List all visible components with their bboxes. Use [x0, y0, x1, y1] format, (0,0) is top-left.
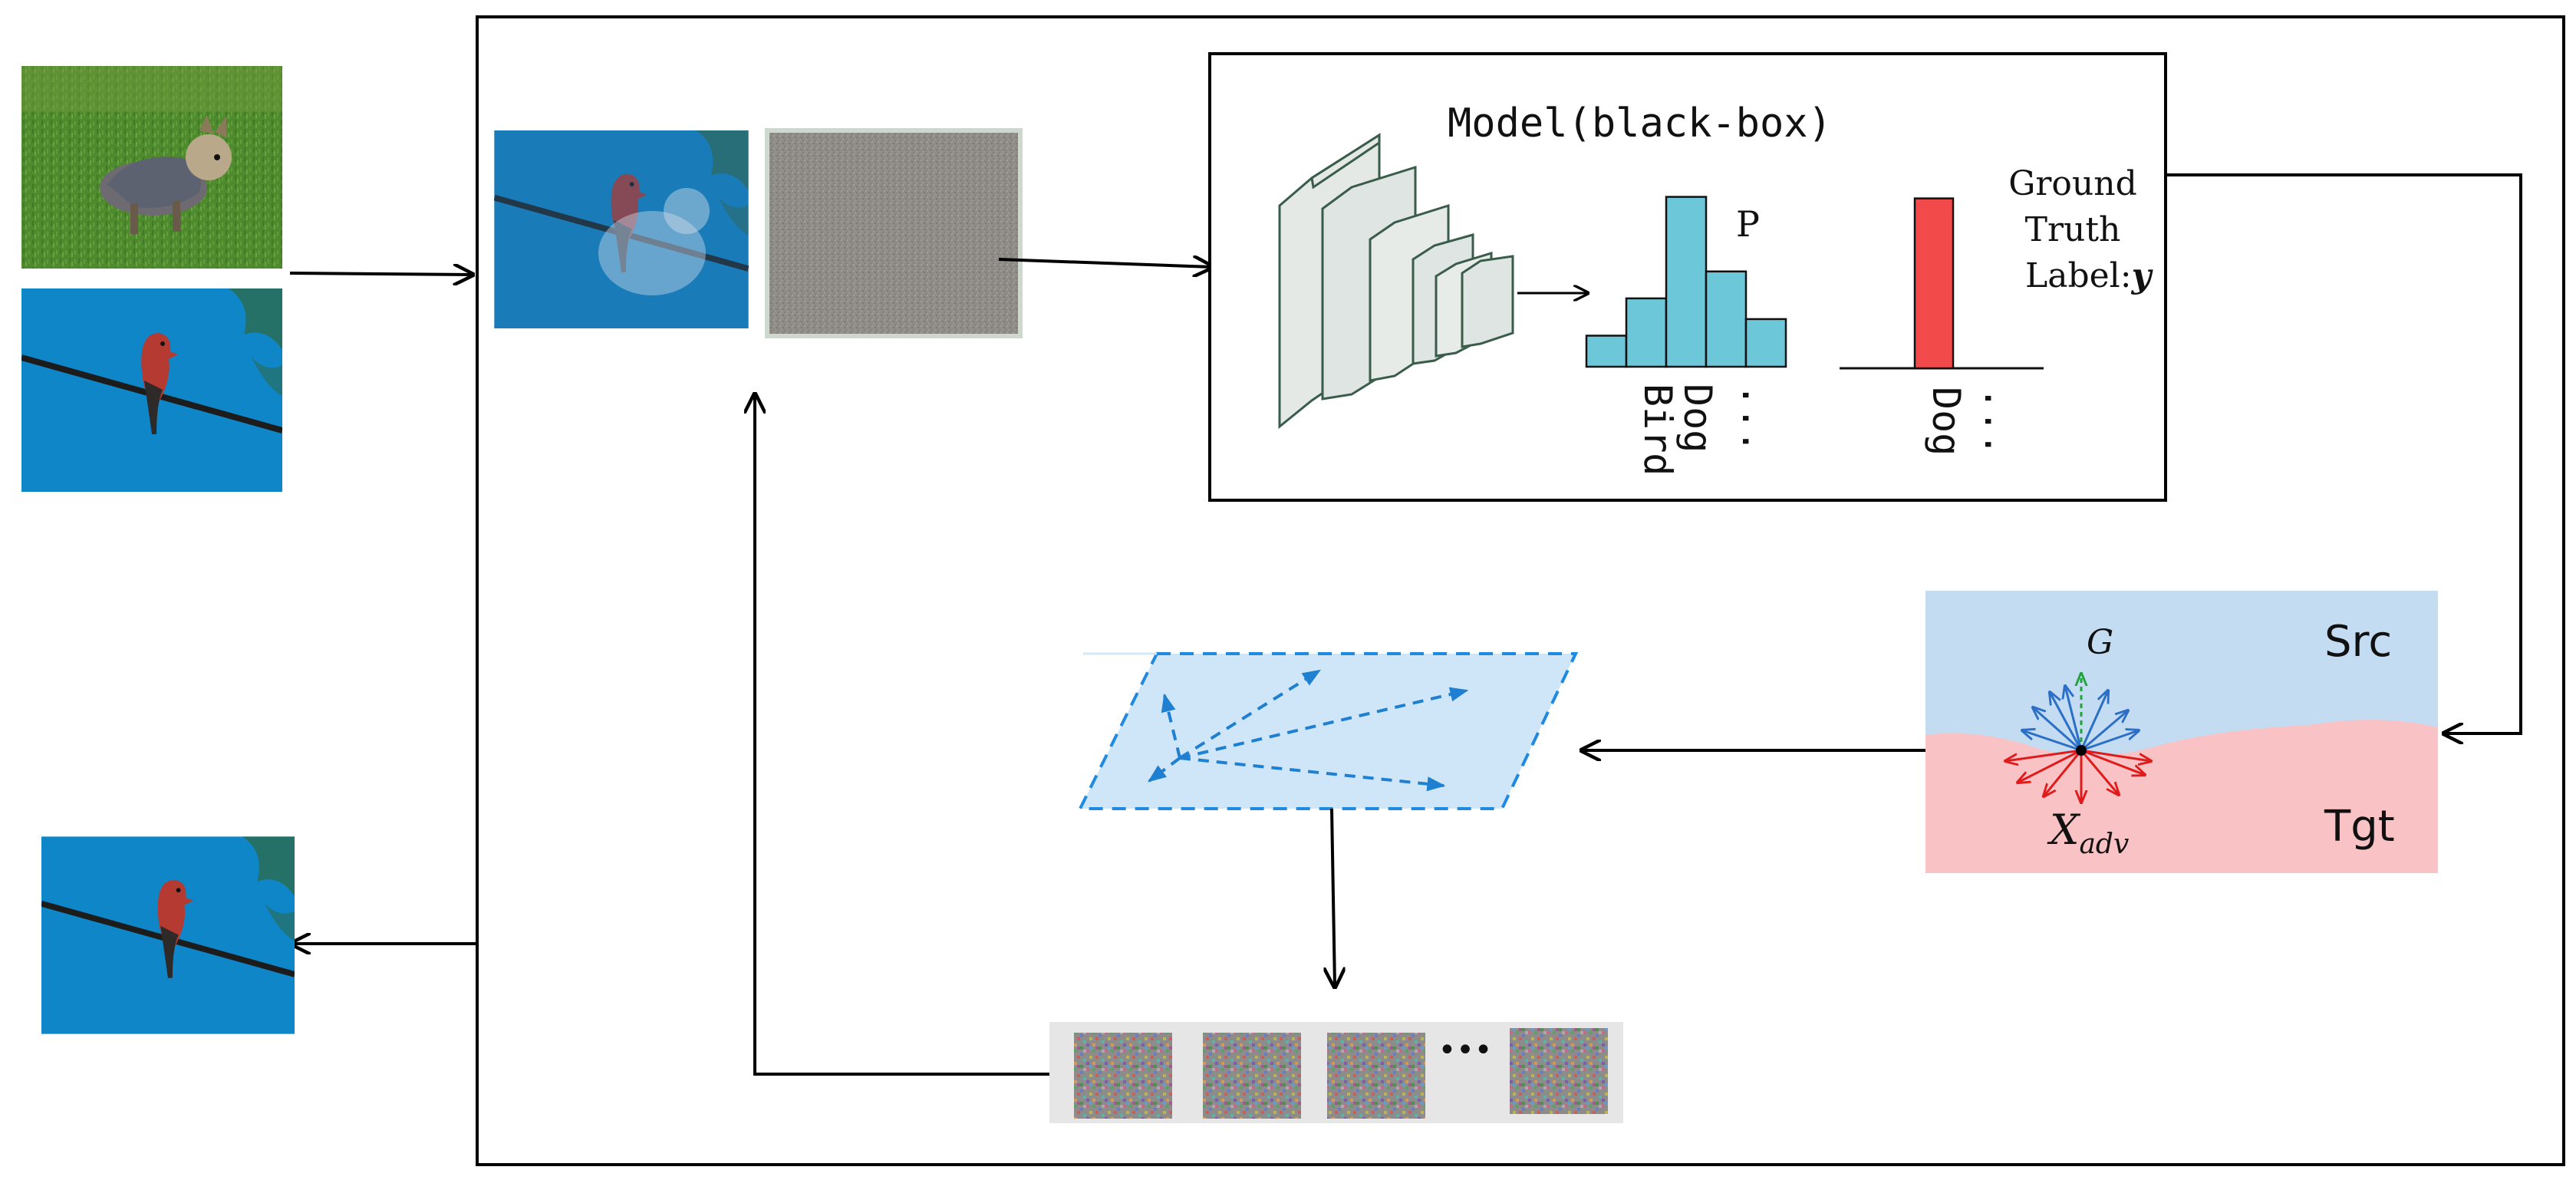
- noise-to-perturbation-feedback: [755, 394, 1049, 1076]
- sampling-directions-icon: [2005, 674, 2151, 803]
- perturbation-noise-image: [765, 128, 1023, 338]
- noise-sample-1: [1074, 1033, 1172, 1119]
- subspace-to-noise-arrow: [1332, 808, 1335, 987]
- pred-bar-4: [1744, 318, 1787, 368]
- pred-tick-label-2: Dog: [1675, 384, 1720, 453]
- attack-pipeline-frame: [476, 15, 2565, 1166]
- prob-label: P: [1736, 203, 1760, 245]
- decision-boundary-panel: [1925, 591, 2438, 873]
- predicted-probability-chart: BirdDog...: [1585, 196, 1787, 476]
- ground-truth-chart: Dog...: [1840, 197, 2044, 456]
- x-adv-label: Xadv: [2047, 806, 2129, 860]
- pred-bar-0: [1585, 335, 1628, 368]
- model-title: Model(black-box): [1448, 101, 1832, 147]
- tgt-label: Tgt: [2324, 802, 2395, 852]
- gt-tick-label-1: ...: [1976, 387, 2021, 456]
- pred-bar-1: [1625, 297, 1668, 368]
- gradient-label: G: [2087, 623, 2113, 662]
- input-dog-image: [21, 66, 282, 269]
- pred-bar-3: [1705, 270, 1748, 368]
- model-to-boundary-connector: [2166, 173, 2522, 733]
- pred-tick-label-1: Bird: [1636, 384, 1680, 476]
- perturbation-subspace: [1077, 652, 1579, 810]
- noise-samples-strip: [1049, 1022, 1623, 1123]
- input-to-frame-arrow: [289, 273, 473, 275]
- noise-sample-4: [1510, 1028, 1608, 1114]
- perturbation-to-model-arrow: [998, 259, 1212, 267]
- noise-sample-3: [1327, 1033, 1425, 1119]
- pred-bar-2: [1665, 196, 1708, 368]
- gt-bar-0: [1913, 197, 1955, 370]
- src-label: Src: [2324, 617, 2392, 667]
- noise-ellipsis: •••: [1438, 1033, 1493, 1068]
- noise-sample-2: [1203, 1033, 1301, 1119]
- blended-adversarial-image: [494, 130, 749, 328]
- ground-truth-line3: Label:y: [2025, 256, 2154, 295]
- ground-truth-line1: Ground: [2008, 164, 2137, 203]
- gt-tick-label-0: Dog: [1924, 387, 1968, 456]
- pred-tick-label-4: ...: [1734, 384, 1778, 453]
- ground-truth-line2: Truth: [2025, 210, 2121, 249]
- input-bird-image: [21, 288, 282, 492]
- cnn-network-icon: [1278, 133, 1514, 430]
- output-adversarial-image: [41, 836, 295, 1033]
